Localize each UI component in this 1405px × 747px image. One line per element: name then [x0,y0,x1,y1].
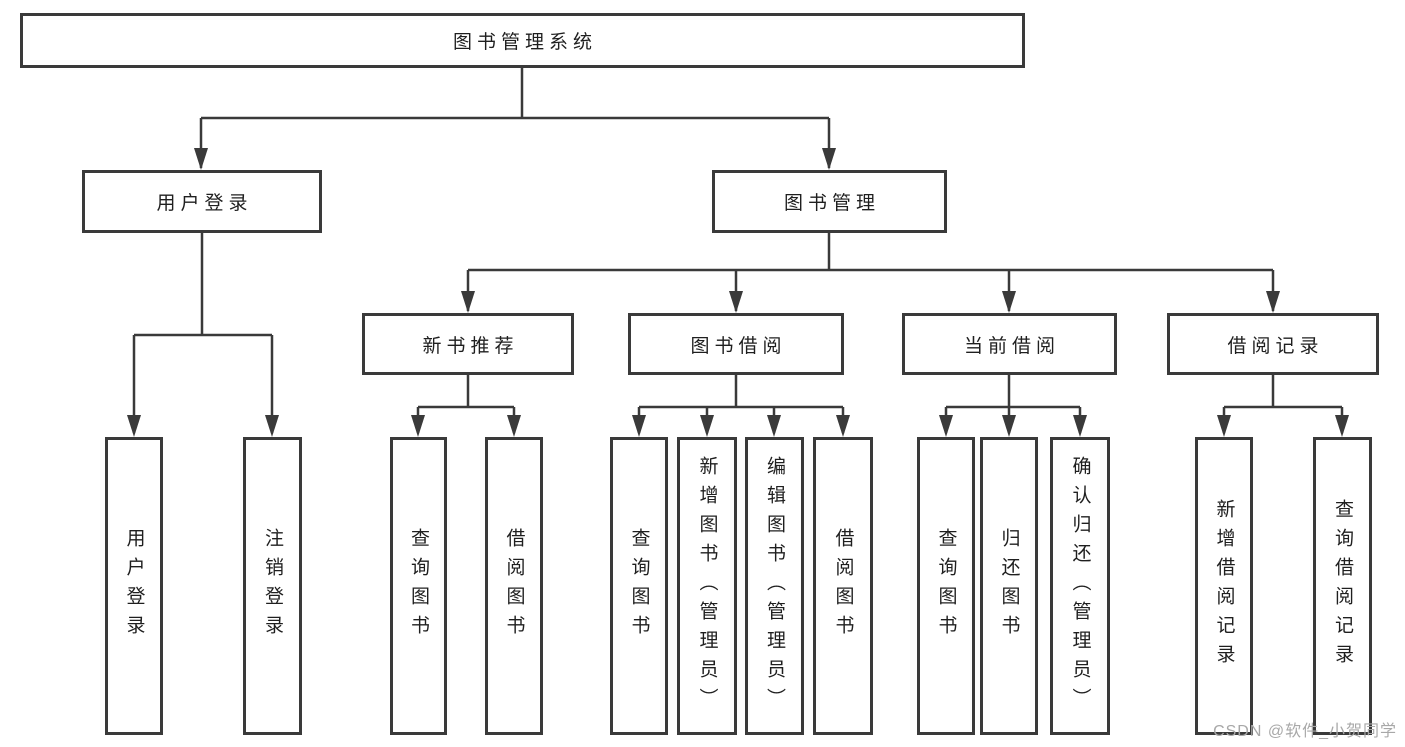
leaf-borrow-edit-books-admin-label: 编辑图书（管理员） [764,455,785,717]
leaf-current-return-books-label: 归还图书 [998,528,1020,644]
leaf-recommend-borrow-books: 借阅图书 [485,437,543,735]
leaf-current-query-books-label: 查询图书 [935,528,957,644]
arrowheads [127,148,1349,437]
leaf-borrow-edit-books-admin: 编辑图书（管理员） [745,437,804,735]
leaf-current-query-books: 查询图书 [917,437,975,735]
leaf-borrow-add-books-admin-label: 新增图书（管理员） [696,455,718,717]
leaf-borrow-borrow-books-label: 借阅图书 [832,528,854,644]
node-book-borrow: 图书借阅 [628,313,844,375]
connector-lines [132,67,1344,433]
watermark-text: CSDN @软件_小贺同学 [1213,723,1397,740]
leaf-logout-label: 注销登录 [262,528,283,644]
leaf-borrow-borrow-books: 借阅图书 [813,437,873,735]
leaf-logout: 注销登录 [243,437,302,735]
leaf-records-add-record: 新增借阅记录 [1195,437,1253,735]
leaf-borrow-query-books-label: 查询图书 [628,528,650,644]
node-user-login: 用户登录 [82,170,322,233]
leaf-recommend-query-books: 查询图书 [390,437,447,735]
leaf-user-login-label: 用户登录 [123,528,145,644]
node-borrow-records: 借阅记录 [1167,313,1379,375]
leaf-records-query-record: 查询借阅记录 [1313,437,1372,735]
leaf-recommend-query-books-label: 查询图书 [408,528,429,644]
leaf-records-add-record-label: 新增借阅记录 [1213,499,1235,673]
node-new-book-recommend: 新书推荐 [362,313,574,375]
leaf-user-login: 用户登录 [105,437,163,735]
node-book-management: 图书管理 [712,170,947,233]
leaf-borrow-add-books-admin: 新增图书（管理员） [677,437,737,735]
leaf-records-query-record-label: 查询借阅记录 [1332,499,1353,673]
leaf-recommend-borrow-books-label: 借阅图书 [503,528,525,644]
node-root: 图书管理系统 [20,13,1025,68]
leaf-current-confirm-return-admin: 确认归还（管理员） [1050,437,1110,735]
leaf-current-return-books: 归还图书 [980,437,1038,735]
node-current-borrow: 当前借阅 [902,313,1117,375]
leaf-borrow-query-books: 查询图书 [610,437,668,735]
leaf-current-confirm-return-admin-label: 确认归还（管理员） [1069,455,1091,717]
